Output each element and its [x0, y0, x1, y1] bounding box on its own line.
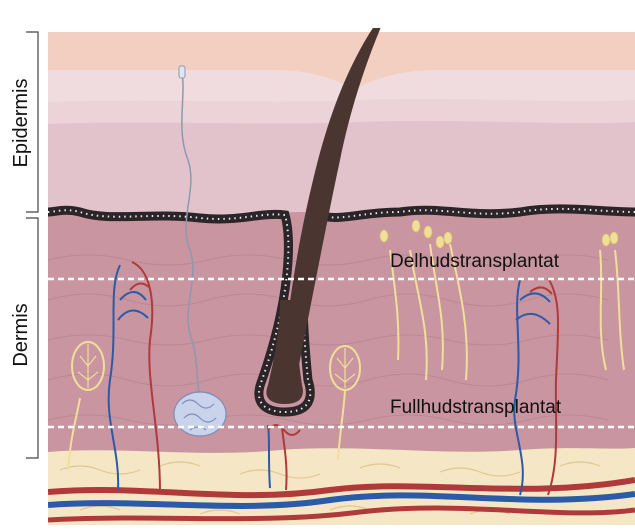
- split-thickness-graft-label: Delhudstransplantat: [390, 251, 560, 272]
- epidermis-basal-layer: [48, 116, 635, 219]
- nerve-fibres: [67, 243, 625, 471]
- stratum-corneum: [48, 32, 635, 90]
- full-thickness-graft-label: Fullhudstransplantat: [390, 397, 562, 418]
- sweat-gland: [173, 391, 227, 437]
- blood-vessels: [48, 261, 635, 523]
- hair-shaft: [280, 28, 381, 390]
- epidermis-label: Epidermis: [10, 79, 32, 168]
- layer-brackets: [26, 31, 39, 459]
- epidermis-granular-layer: [48, 70, 635, 102]
- pacinian-corpuscles: [71, 341, 361, 391]
- dermis-label: Dermis: [10, 303, 32, 366]
- basement-membrane: [48, 204, 635, 417]
- free-nerve-endings: [379, 219, 619, 249]
- sweat-duct: [181, 69, 201, 399]
- fat-cell-outlines: [59, 461, 601, 515]
- sweat-pore: [178, 65, 186, 79]
- dermis-texture: [48, 254, 609, 426]
